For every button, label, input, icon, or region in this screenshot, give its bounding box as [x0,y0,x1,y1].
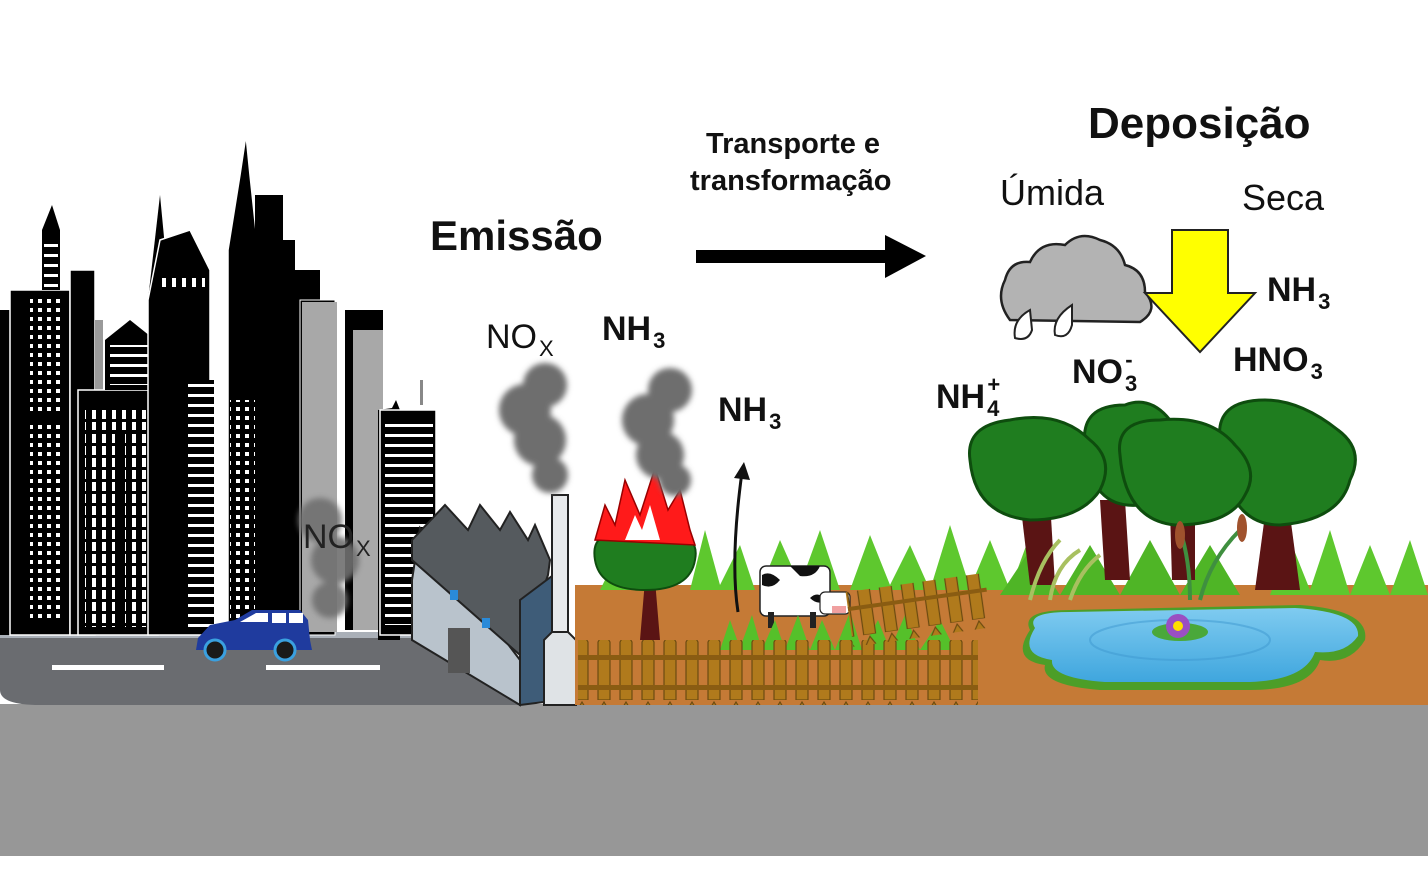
transport-heading-line1: Transporte e [706,128,881,160]
ground-band [0,704,1428,856]
forest [968,398,1357,590]
wet-deposition-label: Úmida [1000,172,1105,213]
wet-nh4-label: NH4+ [936,374,1000,420]
raindrop-icon [1013,308,1034,340]
factory [411,494,577,707]
pond [1022,605,1366,690]
species-base: NO [303,518,354,556]
species-base: HNO [1233,341,1309,379]
burning-tree [593,465,697,640]
emission-heading: Emissão [430,212,603,259]
deposition-heading: Deposição [1088,99,1311,148]
dry-hno3-label: HNO3 [1233,341,1323,383]
factory-smoke [499,363,568,493]
raindrop-icon [1053,303,1073,338]
grass [600,525,1428,595]
cow-icon [759,565,851,628]
species-subscript: 3 [1125,371,1138,396]
rain-cloud-icon [999,234,1153,340]
species-base: NH [602,310,652,348]
species-base: NH [936,378,986,416]
species-subscript: X [539,336,554,361]
transport-arrow [696,235,926,278]
species-subscript: 3 [769,409,782,434]
species-base: NO [1072,353,1123,391]
species-charge: + [987,372,1001,397]
wet-no3-label: NO3- [1072,349,1137,395]
car-icon [196,610,312,662]
species-subscript: 3 [1318,289,1331,314]
species-base: NH [718,391,768,429]
city-skyline [0,134,437,640]
dry-nh3-label: NH3 [1267,271,1330,313]
volatilization-arrow [733,462,750,613]
species-subscript: 3 [653,328,666,353]
cattle-nh3-label: NH3 [718,391,781,433]
transport-heading-line2: transformação [690,165,892,197]
species-base: NO [486,318,537,356]
dry-deposition-label: Seca [1242,177,1325,218]
cattail-icon [1175,521,1185,549]
car-exhaust-smoke [298,498,359,618]
fence-back [845,572,992,647]
species-subscript: 4 [987,396,1000,421]
fence-front [578,640,978,705]
factory-nox-label: NOX [486,318,554,360]
fire-nh3-label: NH3 [602,310,665,352]
species-charge: - [1125,347,1133,372]
species-base: NH [1267,271,1317,309]
city-nox-label: NOX [303,518,371,560]
species-subscript: X [356,536,371,561]
dry-deposition-arrow [1142,229,1258,354]
species-subscript: 3 [1310,359,1323,384]
fire-smoke [622,368,692,496]
